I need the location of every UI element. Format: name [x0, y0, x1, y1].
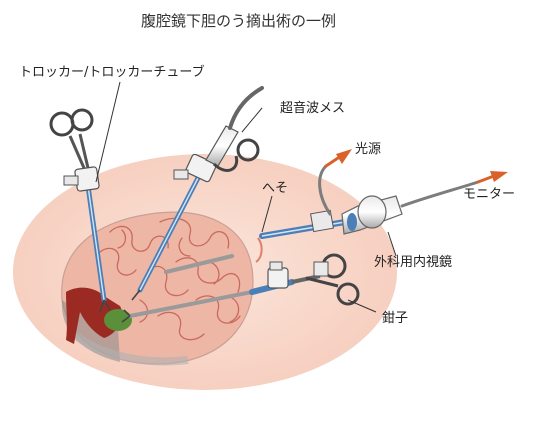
forceps-handle-icon [49, 111, 75, 137]
label-forceps: 鉗子 [382, 311, 409, 326]
monitor-arrow [490, 171, 508, 182]
navel [255, 237, 263, 263]
leader-lines [95, 81, 397, 313]
trocar-icon [313, 261, 329, 277]
label-navel: へそ [262, 181, 289, 196]
gallbladder [104, 309, 132, 331]
diagram-title: 腹腔鏡下胆のう摘出術の一例 [141, 12, 337, 30]
arrow-right-icon [324, 156, 340, 168]
light-source-arrow [336, 149, 352, 164]
probe [164, 254, 234, 274]
label-ultrasonic-scalpel: 超音波メス [280, 101, 346, 116]
label-laparoscope: 外科用内視鏡 [374, 255, 453, 270]
forceps-lower-right [121, 253, 360, 323]
intestines [99, 217, 241, 341]
laparoscope [259, 164, 480, 239]
label-light-source: 光源 [355, 142, 382, 157]
peritoneum-edge [67, 327, 189, 366]
ultrasonic-scalpel [131, 86, 264, 301]
label-trocar: トロッカー/トロッカーチューブ [19, 65, 205, 80]
trocar-forceps-top-left [49, 108, 111, 313]
monitor-arrow-shaft [476, 174, 496, 184]
liver [66, 287, 123, 344]
scalpel-handle-icon [228, 86, 264, 130]
label-monitor: モニター [463, 187, 516, 202]
